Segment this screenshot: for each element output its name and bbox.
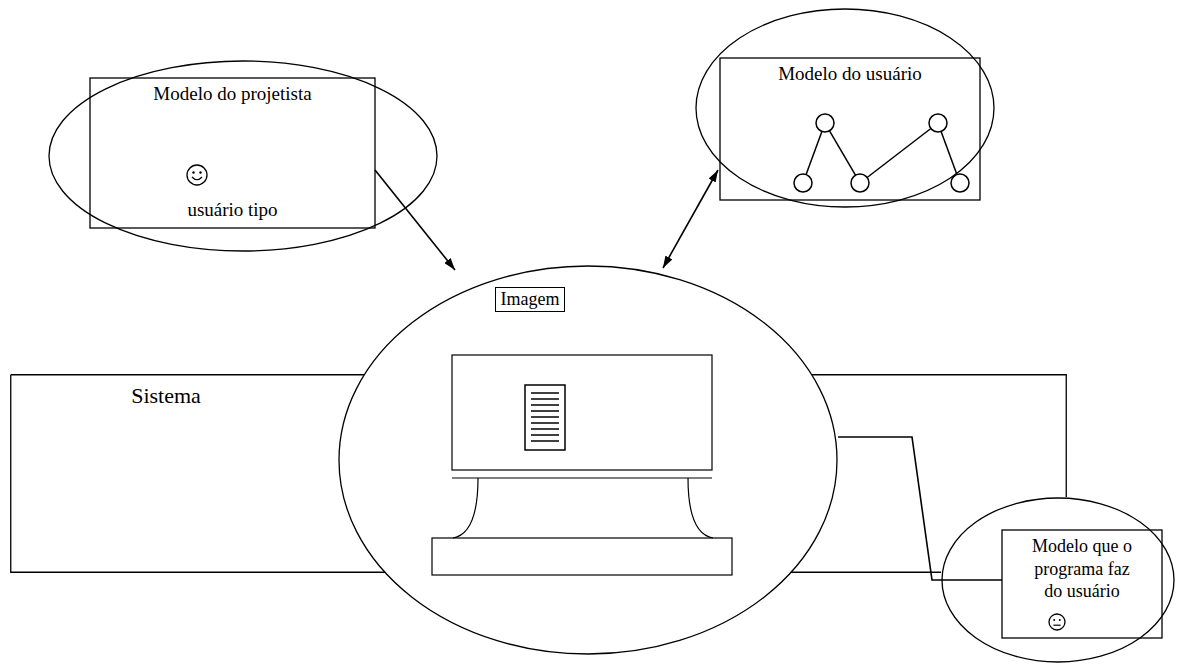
document-line <box>531 398 559 400</box>
text-slot: Modelo do usuário <box>720 62 980 86</box>
face-eye <box>199 171 201 173</box>
graph-node <box>929 114 947 132</box>
outline-ellipse <box>696 9 994 207</box>
model-ellipse: Modelo que o programa faz do usuário <box>941 497 1175 663</box>
inner-frame <box>90 78 375 228</box>
node-label: Modelo do projetista <box>90 82 375 106</box>
face-eye <box>1053 619 1055 621</box>
graph-link <box>941 131 957 174</box>
face-eye <box>192 171 194 173</box>
outline-ellipse <box>339 266 837 654</box>
node-label: Sistema <box>106 382 226 410</box>
graph-node <box>816 114 834 132</box>
document-line <box>531 392 559 394</box>
node-outline <box>695 8 995 208</box>
outline-ellipse <box>49 61 437 251</box>
face-outline <box>1049 614 1065 630</box>
model-ellipse: Modelo do usuário <box>695 8 995 208</box>
graph-link <box>867 128 931 177</box>
graph-node <box>851 174 869 192</box>
face-mouth <box>192 177 202 180</box>
face-eye <box>1059 619 1061 621</box>
document-line <box>531 404 559 406</box>
face-outline <box>187 165 207 185</box>
face-mouth <box>1053 625 1060 626</box>
document-line <box>531 410 559 412</box>
inner-frame <box>720 58 980 200</box>
document-line <box>531 428 559 430</box>
text-slot: Modelo do projetista <box>90 82 375 106</box>
monitor-foot <box>432 538 732 575</box>
document-icon <box>525 385 565 450</box>
monitor-base-line <box>452 477 712 478</box>
monitor-stand <box>453 478 478 538</box>
graph-node <box>794 174 812 192</box>
monitor-stand <box>688 478 713 538</box>
leader-line <box>838 437 1002 580</box>
node-label: usuário tipo <box>90 198 375 222</box>
graph-link <box>806 131 822 174</box>
image-circle: Imagem <box>338 265 838 655</box>
outline-ellipse <box>942 498 1174 662</box>
text-slot: Sistema <box>106 382 226 410</box>
text-slot: Modelo que o programa faz do usuário <box>1026 535 1138 603</box>
document-line <box>531 416 559 418</box>
model-ellipse: Modelo do projetista usuário tipo <box>48 60 438 252</box>
text-slot: Imagem <box>438 287 622 312</box>
node-outline <box>941 497 1175 663</box>
graph-node <box>951 174 969 192</box>
text-slot: usuário tipo <box>90 198 375 222</box>
node-label: Modelo que o programa faz do usuário <box>1026 535 1138 603</box>
document-line <box>531 434 559 436</box>
document-line <box>531 440 559 442</box>
node-label: Modelo do usuário <box>720 62 980 86</box>
node-outline <box>338 265 838 655</box>
inner-frame <box>1002 530 1162 638</box>
monitor-screen <box>452 355 712 470</box>
graph-link <box>830 131 856 175</box>
document-line <box>531 422 559 424</box>
outline-band <box>11 375 1067 573</box>
arrow-connector <box>663 170 718 268</box>
image-label: Imagem <box>495 287 566 312</box>
